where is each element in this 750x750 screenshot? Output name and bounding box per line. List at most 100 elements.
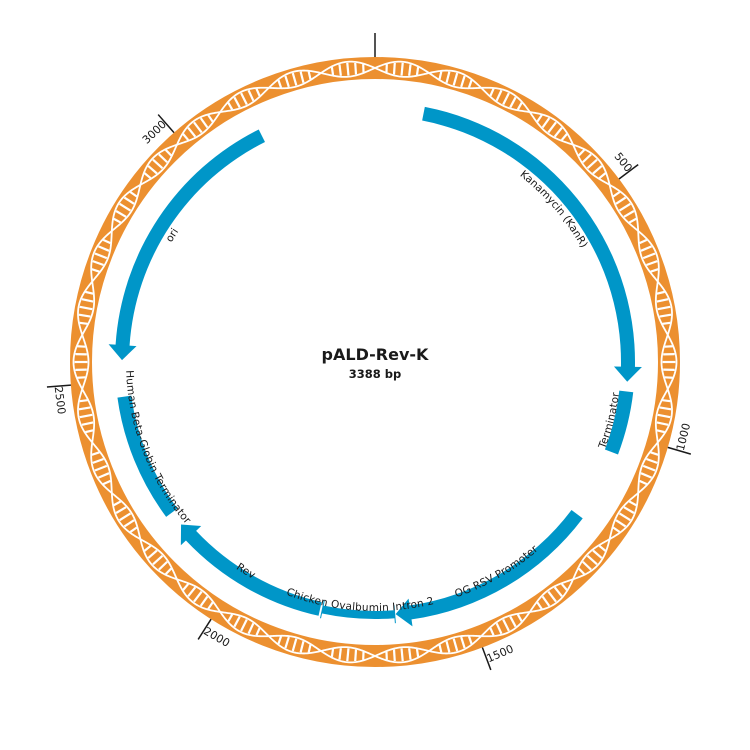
helix-rung [536,114,543,123]
helix-rung [291,72,298,86]
helix-rungs [74,62,676,662]
helix-rung [115,506,127,514]
helix-rung [650,451,659,456]
feature-chicken-ovalbumin-intron-2[interactable] [321,605,395,619]
helix-rung [255,88,261,97]
helix-rung [415,648,420,657]
helix-rung [79,305,93,311]
helix-rung [656,290,665,295]
helix-rung [452,638,459,652]
helix-rung [657,305,671,311]
feature-ori[interactable] [108,129,265,361]
helix-rung [94,464,108,472]
helix-rung [247,89,255,102]
helix-rung [628,500,637,507]
helix-rung [628,217,637,224]
helix-rung [640,472,652,479]
helix-rung [354,649,358,662]
feature-rev[interactable] [180,524,322,616]
helix-rung [586,554,598,566]
helix-rung [445,640,451,653]
helix-rung [94,252,108,260]
plasmid-name: pALD-Rev-K [322,345,429,364]
helix-rung [187,586,197,598]
helix-rung [78,406,91,411]
helix-rung [659,313,672,318]
helix-rung [646,260,658,267]
helix-rung [460,75,466,88]
tick-label: 2500 [52,386,68,415]
helix-rung [460,636,466,649]
helix-rung [659,406,672,411]
helix-rung [489,627,495,636]
helix-rung [489,88,495,97]
helix-rung [639,479,648,486]
feature-og-rsv-promoter[interactable] [395,509,583,627]
helix-rung [193,121,203,134]
helix-rung [400,62,404,76]
helix-rung [92,260,104,267]
helix-rung [164,567,173,575]
helix-rung [623,506,635,514]
helix-rung [560,583,568,591]
helix-rung [284,636,290,649]
helix-rung [346,62,350,76]
helix-rung [656,429,665,434]
helix-rung [354,62,358,75]
helix-rung [79,399,88,403]
helix-rung [592,165,603,175]
helix-rung [164,149,173,157]
helix-rung [152,158,164,170]
helix-rung [541,595,551,607]
helix-rung [187,126,197,138]
helix-rung [502,92,510,106]
backbone-ring [70,57,680,667]
helix-rung [408,64,412,76]
feature-terminator[interactable] [604,390,634,455]
helix-rung [129,191,138,198]
helix-rung [240,618,248,632]
helix-rung [182,583,190,591]
helix-rung [227,102,234,111]
helix-rung [158,560,168,571]
helix-rung [642,252,656,260]
helix-rung [255,627,261,636]
helix-rung [662,321,671,325]
helix-rung [91,451,100,456]
helix-rung [577,149,586,157]
helix-rung [338,64,342,76]
helix-rung [233,616,241,628]
helix-rung [582,153,592,164]
helix-rung [98,472,110,479]
tick-mark [46,384,71,388]
helix-rung [277,79,283,88]
helix-rung [119,512,132,522]
helix-rung [307,644,312,653]
helix-rung [452,72,459,86]
helix-rung [291,638,298,652]
helix-rung [102,479,111,486]
helix-rung [91,268,100,273]
tick-label: 1500 [485,642,516,665]
helix-rung [495,89,503,102]
helix-rung [299,640,305,653]
helix-rung [123,519,135,528]
helix-rung [553,126,563,138]
helix-rung [115,210,127,218]
helix-rung [445,71,451,84]
helix-rung [618,512,631,522]
helix-rung [400,648,404,662]
helix-rung [92,457,104,464]
helix-rung [642,464,656,472]
helix-rung [227,613,234,622]
feature-kanamycin-kanr[interactable] [422,106,642,382]
helix-rung [199,595,209,607]
helix-rung [656,421,669,426]
helix-rung [639,238,648,245]
helix-rung [560,133,568,141]
tick-label: 500 [612,150,635,175]
helix-rung [79,413,93,419]
helix-rung [662,399,671,403]
feature-human-beta-globin-terminator[interactable] [117,395,178,517]
